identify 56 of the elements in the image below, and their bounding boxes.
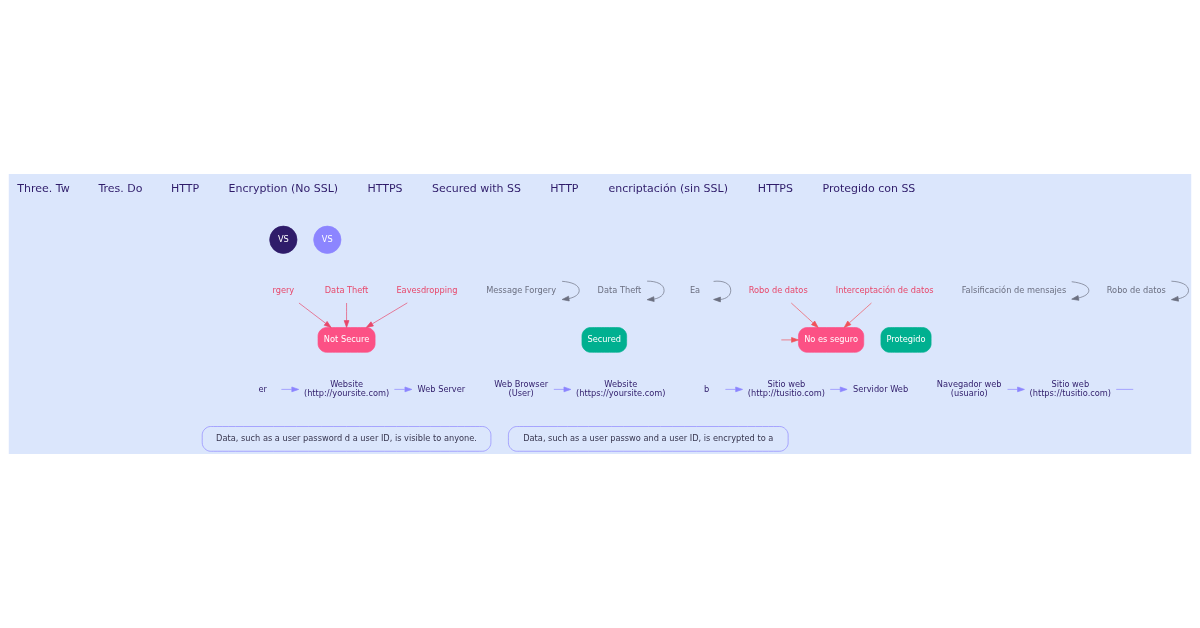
arrow bbox=[829, 386, 848, 393]
node-text: Website (http://yoursite.com) bbox=[303, 379, 390, 398]
node-text: Robo de datos bbox=[1106, 284, 1166, 295]
node-circle: VS bbox=[313, 225, 342, 254]
arrow bbox=[1171, 280, 1189, 302]
arrow bbox=[780, 337, 799, 343]
label: HTTPS bbox=[367, 181, 403, 195]
arrow bbox=[365, 302, 408, 328]
arrow bbox=[725, 386, 743, 393]
arrow bbox=[343, 302, 350, 328]
node-text: Interceptación de datos bbox=[835, 284, 934, 295]
arrow bbox=[790, 302, 819, 328]
arrow bbox=[646, 280, 665, 302]
node-text: Robo de datos bbox=[748, 284, 808, 295]
node-text: Ea bbox=[689, 284, 701, 295]
arrow bbox=[1007, 386, 1025, 393]
label: Tres. Do bbox=[98, 181, 143, 195]
label: Protegido con SS bbox=[822, 181, 916, 195]
node-text: Web Server bbox=[417, 383, 466, 394]
node-text: Website (https://yoursite.com) bbox=[576, 379, 666, 398]
label: encriptación (sin SSL) bbox=[608, 181, 728, 195]
node-box: Data, such as a user password d a user ID, is visible to anyone. bbox=[201, 426, 492, 452]
arrow bbox=[713, 280, 732, 303]
node-box: Protegido bbox=[880, 327, 932, 353]
node-text: Web Browser (User) bbox=[494, 379, 549, 398]
connector bbox=[1115, 389, 1134, 390]
arrow bbox=[298, 302, 332, 328]
node-text: Eavesdropping bbox=[396, 284, 458, 295]
label: Secured with SS bbox=[431, 181, 521, 195]
label: Encryption (No SSL) bbox=[228, 181, 339, 195]
node-text: rgery bbox=[272, 284, 295, 295]
node-text: Servidor Web bbox=[853, 383, 909, 394]
arrow bbox=[1071, 281, 1090, 301]
arrow bbox=[553, 386, 572, 393]
arrow bbox=[394, 386, 413, 393]
node-text: er bbox=[258, 383, 267, 394]
arrow bbox=[843, 302, 872, 328]
arrow bbox=[281, 386, 300, 393]
node-text: Navegador web (usuario) bbox=[936, 379, 1002, 398]
label: HTTPS bbox=[757, 181, 793, 195]
node-box: Secured bbox=[581, 327, 627, 353]
label: HTTP bbox=[170, 181, 200, 195]
node-text: b bbox=[704, 383, 710, 394]
node-text: Data Theft bbox=[324, 284, 369, 295]
label: HTTP bbox=[550, 181, 579, 195]
node-text: Message Forgery bbox=[486, 284, 557, 295]
node-box: Data, such as a user passwo and a user ID, is encrypted to a bbox=[508, 426, 789, 452]
node-circle: VS bbox=[269, 225, 298, 254]
arrow bbox=[561, 280, 580, 302]
node-text: Sitio web (http://tusitio.com) bbox=[747, 379, 826, 398]
node-box: No es seguro bbox=[798, 327, 865, 353]
node-box: Not Secure bbox=[317, 327, 376, 353]
label: Three. Tw bbox=[17, 181, 70, 195]
node-text: Falsificación de mensajes bbox=[961, 284, 1067, 295]
node-text: Data Theft bbox=[597, 284, 642, 295]
node-text: Sitio web (https://tusitio.com) bbox=[1029, 379, 1112, 398]
